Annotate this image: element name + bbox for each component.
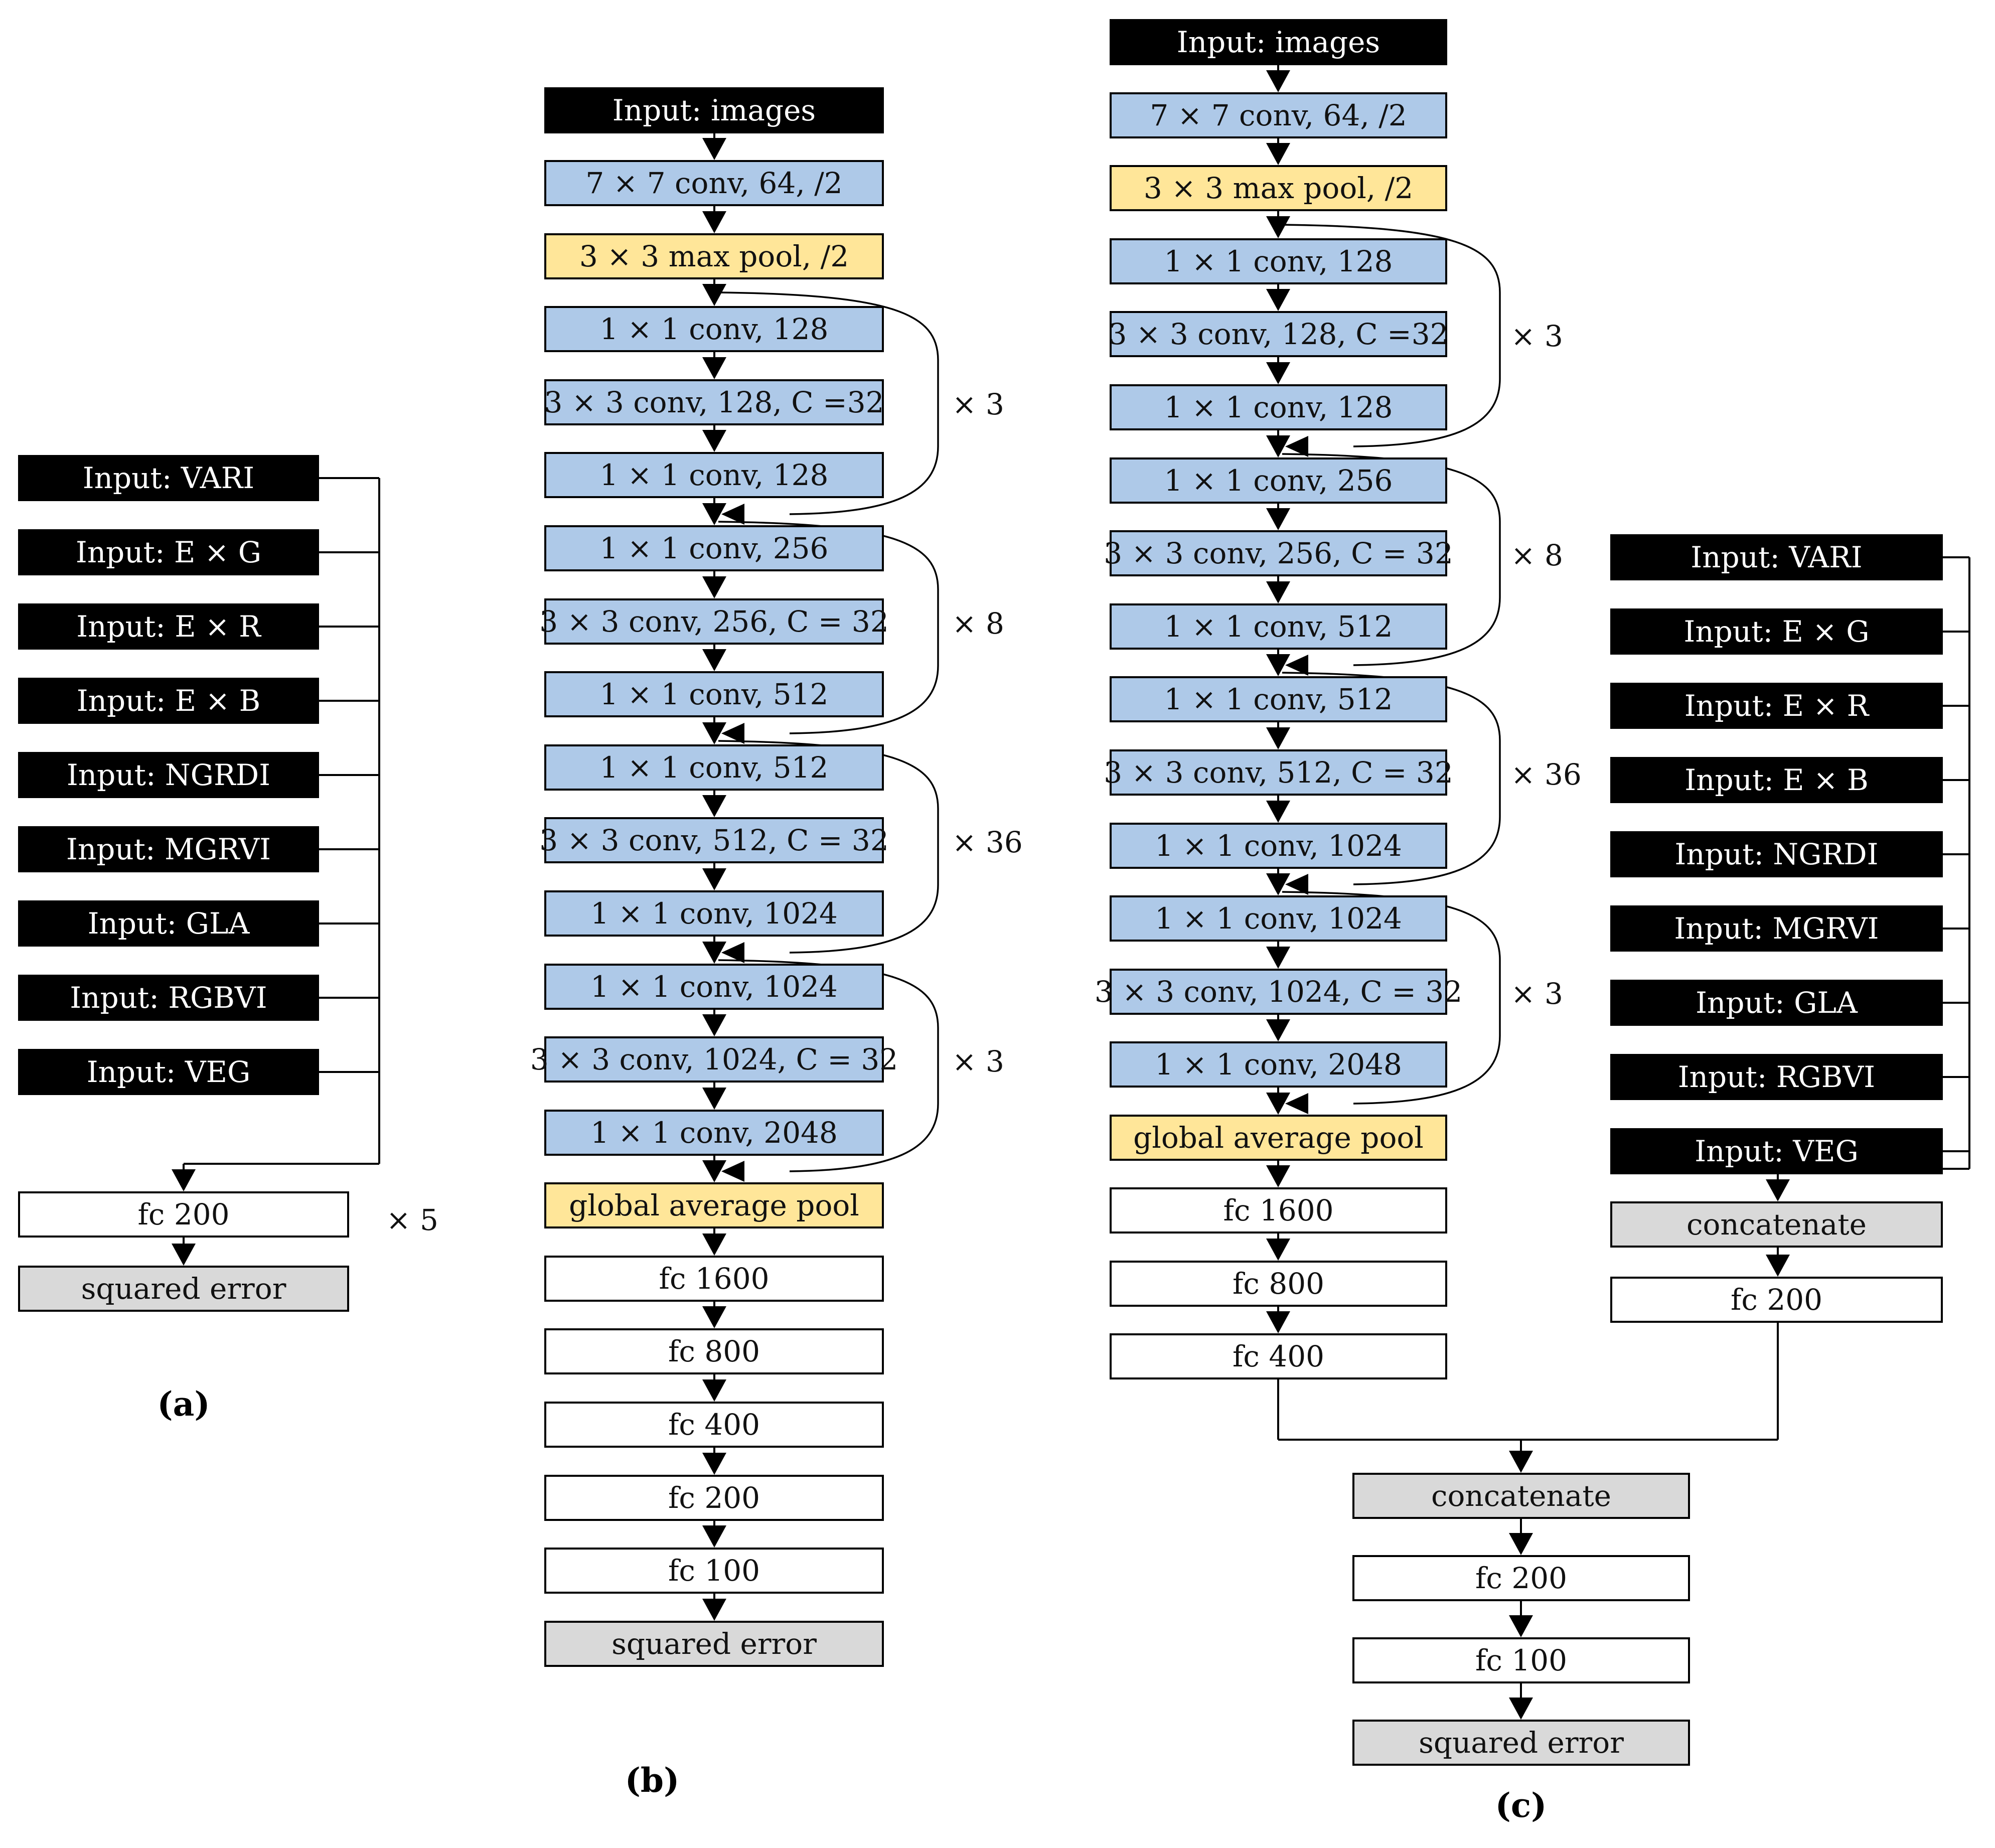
input-block: Input: VARI: [1610, 534, 1943, 580]
input-block: Input: VEG: [1610, 1128, 1943, 1174]
repeat-label: × 5: [386, 1203, 438, 1237]
fc-block: fc 200: [18, 1191, 349, 1238]
loss-block: squared error: [18, 1266, 349, 1312]
conv-block: 1 × 1 conv, 512: [1110, 676, 1447, 722]
conv-block: 3 × 3 conv, 256, C = 32: [1104, 530, 1453, 576]
input-block: Input: NGRDI: [1610, 831, 1943, 877]
repeat-label: × 36: [952, 825, 1023, 859]
fc-block: fc 100: [544, 1548, 884, 1594]
pool-block: 3 × 3 max pool, /2: [544, 233, 884, 279]
pool-block: global average pool: [1110, 1115, 1447, 1161]
conv-block: 1 × 1 conv, 1024: [544, 964, 884, 1010]
panel-caption-a: (a): [157, 1384, 210, 1424]
input-block: Input: E × R: [18, 603, 319, 650]
pool-block: 3 × 3 max pool, /2: [1110, 165, 1447, 211]
conv-block: 3 × 3 conv, 128, C =32: [544, 379, 884, 425]
fc-block: fc 100: [1352, 1637, 1690, 1683]
input-block: Input: E × R: [1610, 683, 1943, 729]
fc-block: fc 800: [1110, 1261, 1447, 1307]
conv-block: 1 × 1 conv, 512: [544, 671, 884, 717]
input-block: Input: VEG: [18, 1049, 319, 1095]
conv-block: 1 × 1 conv, 1024: [1110, 823, 1447, 869]
conv-block: 3 × 3 conv, 128, C =32: [1108, 311, 1449, 357]
conv-block: 1 × 1 conv, 128: [1110, 384, 1447, 430]
fc-block: fc 200: [1352, 1555, 1690, 1601]
conv-block: 1 × 1 conv, 128: [1110, 238, 1447, 284]
repeat-label: × 3: [1511, 319, 1563, 353]
input-block: Input: E × B: [1610, 757, 1943, 803]
conv-block: 3 × 3 conv, 1024, C = 32: [530, 1036, 898, 1083]
conv-block: 7 × 7 conv, 64, /2: [544, 160, 884, 206]
fc-block: fc 800: [544, 1328, 884, 1374]
loss-block: squared error: [1352, 1720, 1690, 1766]
loss-block: squared error: [544, 1621, 884, 1667]
fc-block: fc 400: [544, 1402, 884, 1448]
conv-block: 1 × 1 conv, 512: [544, 744, 884, 791]
panel-caption-c: (c): [1495, 1786, 1547, 1825]
fc-block: fc 200: [544, 1475, 884, 1521]
repeat-label: × 3: [952, 1044, 1004, 1079]
input-block: Input: MGRVI: [18, 826, 319, 872]
input-block: Input: NGRDI: [18, 752, 319, 798]
conv-block: 1 × 1 conv, 2048: [544, 1110, 884, 1156]
input-block: Input: images: [544, 87, 884, 133]
repeat-label: × 3: [1511, 977, 1563, 1011]
fc-block: fc 1600: [544, 1256, 884, 1302]
repeat-label: × 36: [1511, 757, 1582, 792]
conv-block: 3 × 3 conv, 512, C = 32: [539, 817, 889, 863]
panel-caption-b: (b): [625, 1761, 680, 1800]
input-block: Input: RGBVI: [18, 975, 319, 1021]
fc-block: fc 200: [1610, 1277, 1943, 1323]
fc-block: fc 400: [1110, 1333, 1447, 1379]
input-block: Input: VARI: [18, 455, 319, 501]
conv-block: 3 × 3 conv, 256, C = 32: [539, 598, 889, 645]
repeat-label: × 3: [952, 387, 1004, 421]
conv-block: 3 × 3 conv, 1024, C = 32: [1095, 969, 1462, 1015]
conv-block: 1 × 1 conv, 128: [544, 452, 884, 498]
conv-block: 1 × 1 conv, 256: [544, 525, 884, 571]
conv-block: 1 × 1 conv, 512: [1110, 603, 1447, 650]
conv-block: 7 × 7 conv, 64, /2: [1110, 92, 1447, 138]
conv-block: 1 × 1 conv, 1024: [544, 890, 884, 937]
repeat-label: × 8: [1511, 538, 1563, 572]
input-block: Input: images: [1110, 19, 1447, 65]
fc-block: fc 1600: [1110, 1187, 1447, 1234]
input-block: Input: E × G: [1610, 608, 1943, 655]
conv-block: 1 × 1 conv, 2048: [1110, 1041, 1447, 1088]
pool-block: global average pool: [544, 1182, 884, 1228]
input-block: Input: E × G: [18, 529, 319, 575]
conv-block: 1 × 1 conv, 256: [1110, 457, 1447, 504]
input-block: Input: GLA: [18, 900, 319, 947]
repeat-label: × 8: [952, 606, 1004, 641]
concat-block: concatenate: [1352, 1473, 1690, 1519]
conv-block: 3 × 3 conv, 512, C = 32: [1104, 749, 1453, 796]
input-block: Input: RGBVI: [1610, 1054, 1943, 1100]
input-block: Input: GLA: [1610, 980, 1943, 1026]
conv-block: 1 × 1 conv, 1024: [1110, 895, 1447, 942]
concat-block: concatenate: [1610, 1201, 1943, 1248]
conv-block: 1 × 1 conv, 128: [544, 306, 884, 352]
input-block: Input: E × B: [18, 678, 319, 724]
input-block: Input: MGRVI: [1610, 905, 1943, 952]
